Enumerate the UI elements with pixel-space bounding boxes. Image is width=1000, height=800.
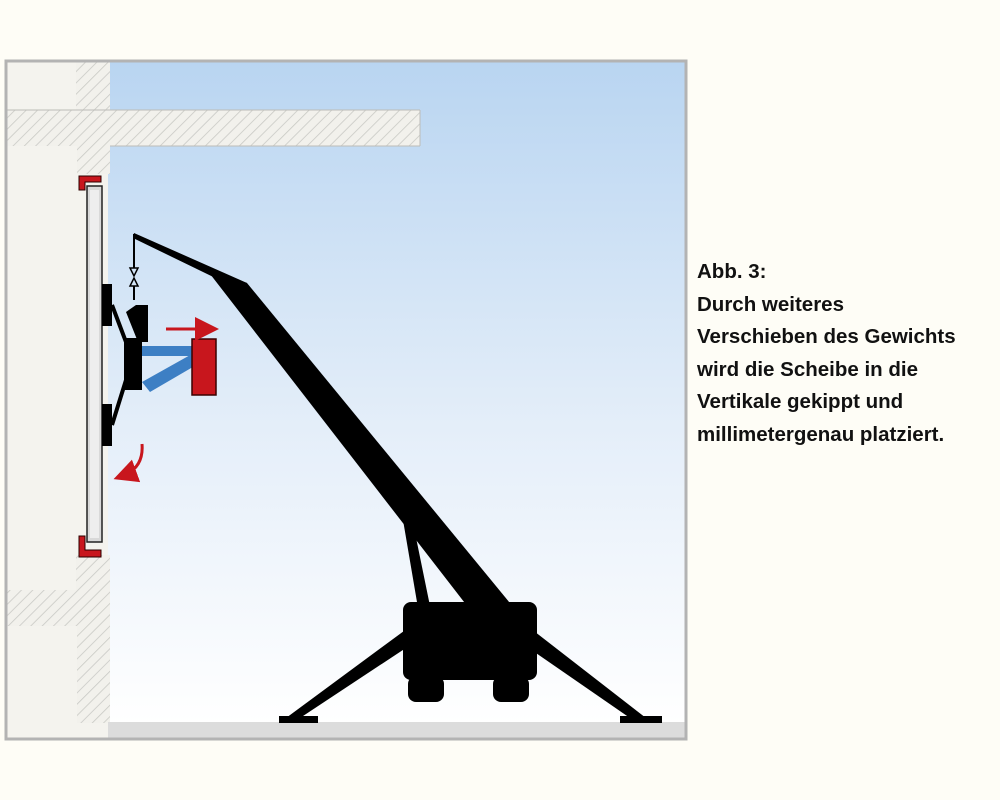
vacuum-lifter bbox=[102, 234, 217, 446]
caption-label: Abb. 3: bbox=[697, 260, 767, 283]
caption-line: millimetergenau platziert. bbox=[697, 422, 945, 446]
tilt-arrow-icon bbox=[113, 443, 144, 483]
frame-border bbox=[4, 59, 688, 741]
ground bbox=[108, 722, 687, 740]
building-wall bbox=[7, 62, 421, 723]
caption-line: Durch weiteres bbox=[697, 292, 844, 316]
caption-line: wird die Scheibe in die bbox=[697, 357, 918, 381]
counterweight bbox=[191, 338, 217, 396]
counterweight-arm bbox=[142, 346, 196, 356]
caption-line: Vertikale gekippt und bbox=[697, 390, 904, 413]
motion-arrows bbox=[113, 317, 219, 483]
window-frame-brackets bbox=[78, 175, 102, 558]
telescopic-handler bbox=[133, 233, 662, 723]
caption-line: Verschieben des Gewichts bbox=[697, 325, 956, 348]
figure-caption: Abb. 3: Durch weiteres Verschieben des G… bbox=[697, 256, 995, 451]
